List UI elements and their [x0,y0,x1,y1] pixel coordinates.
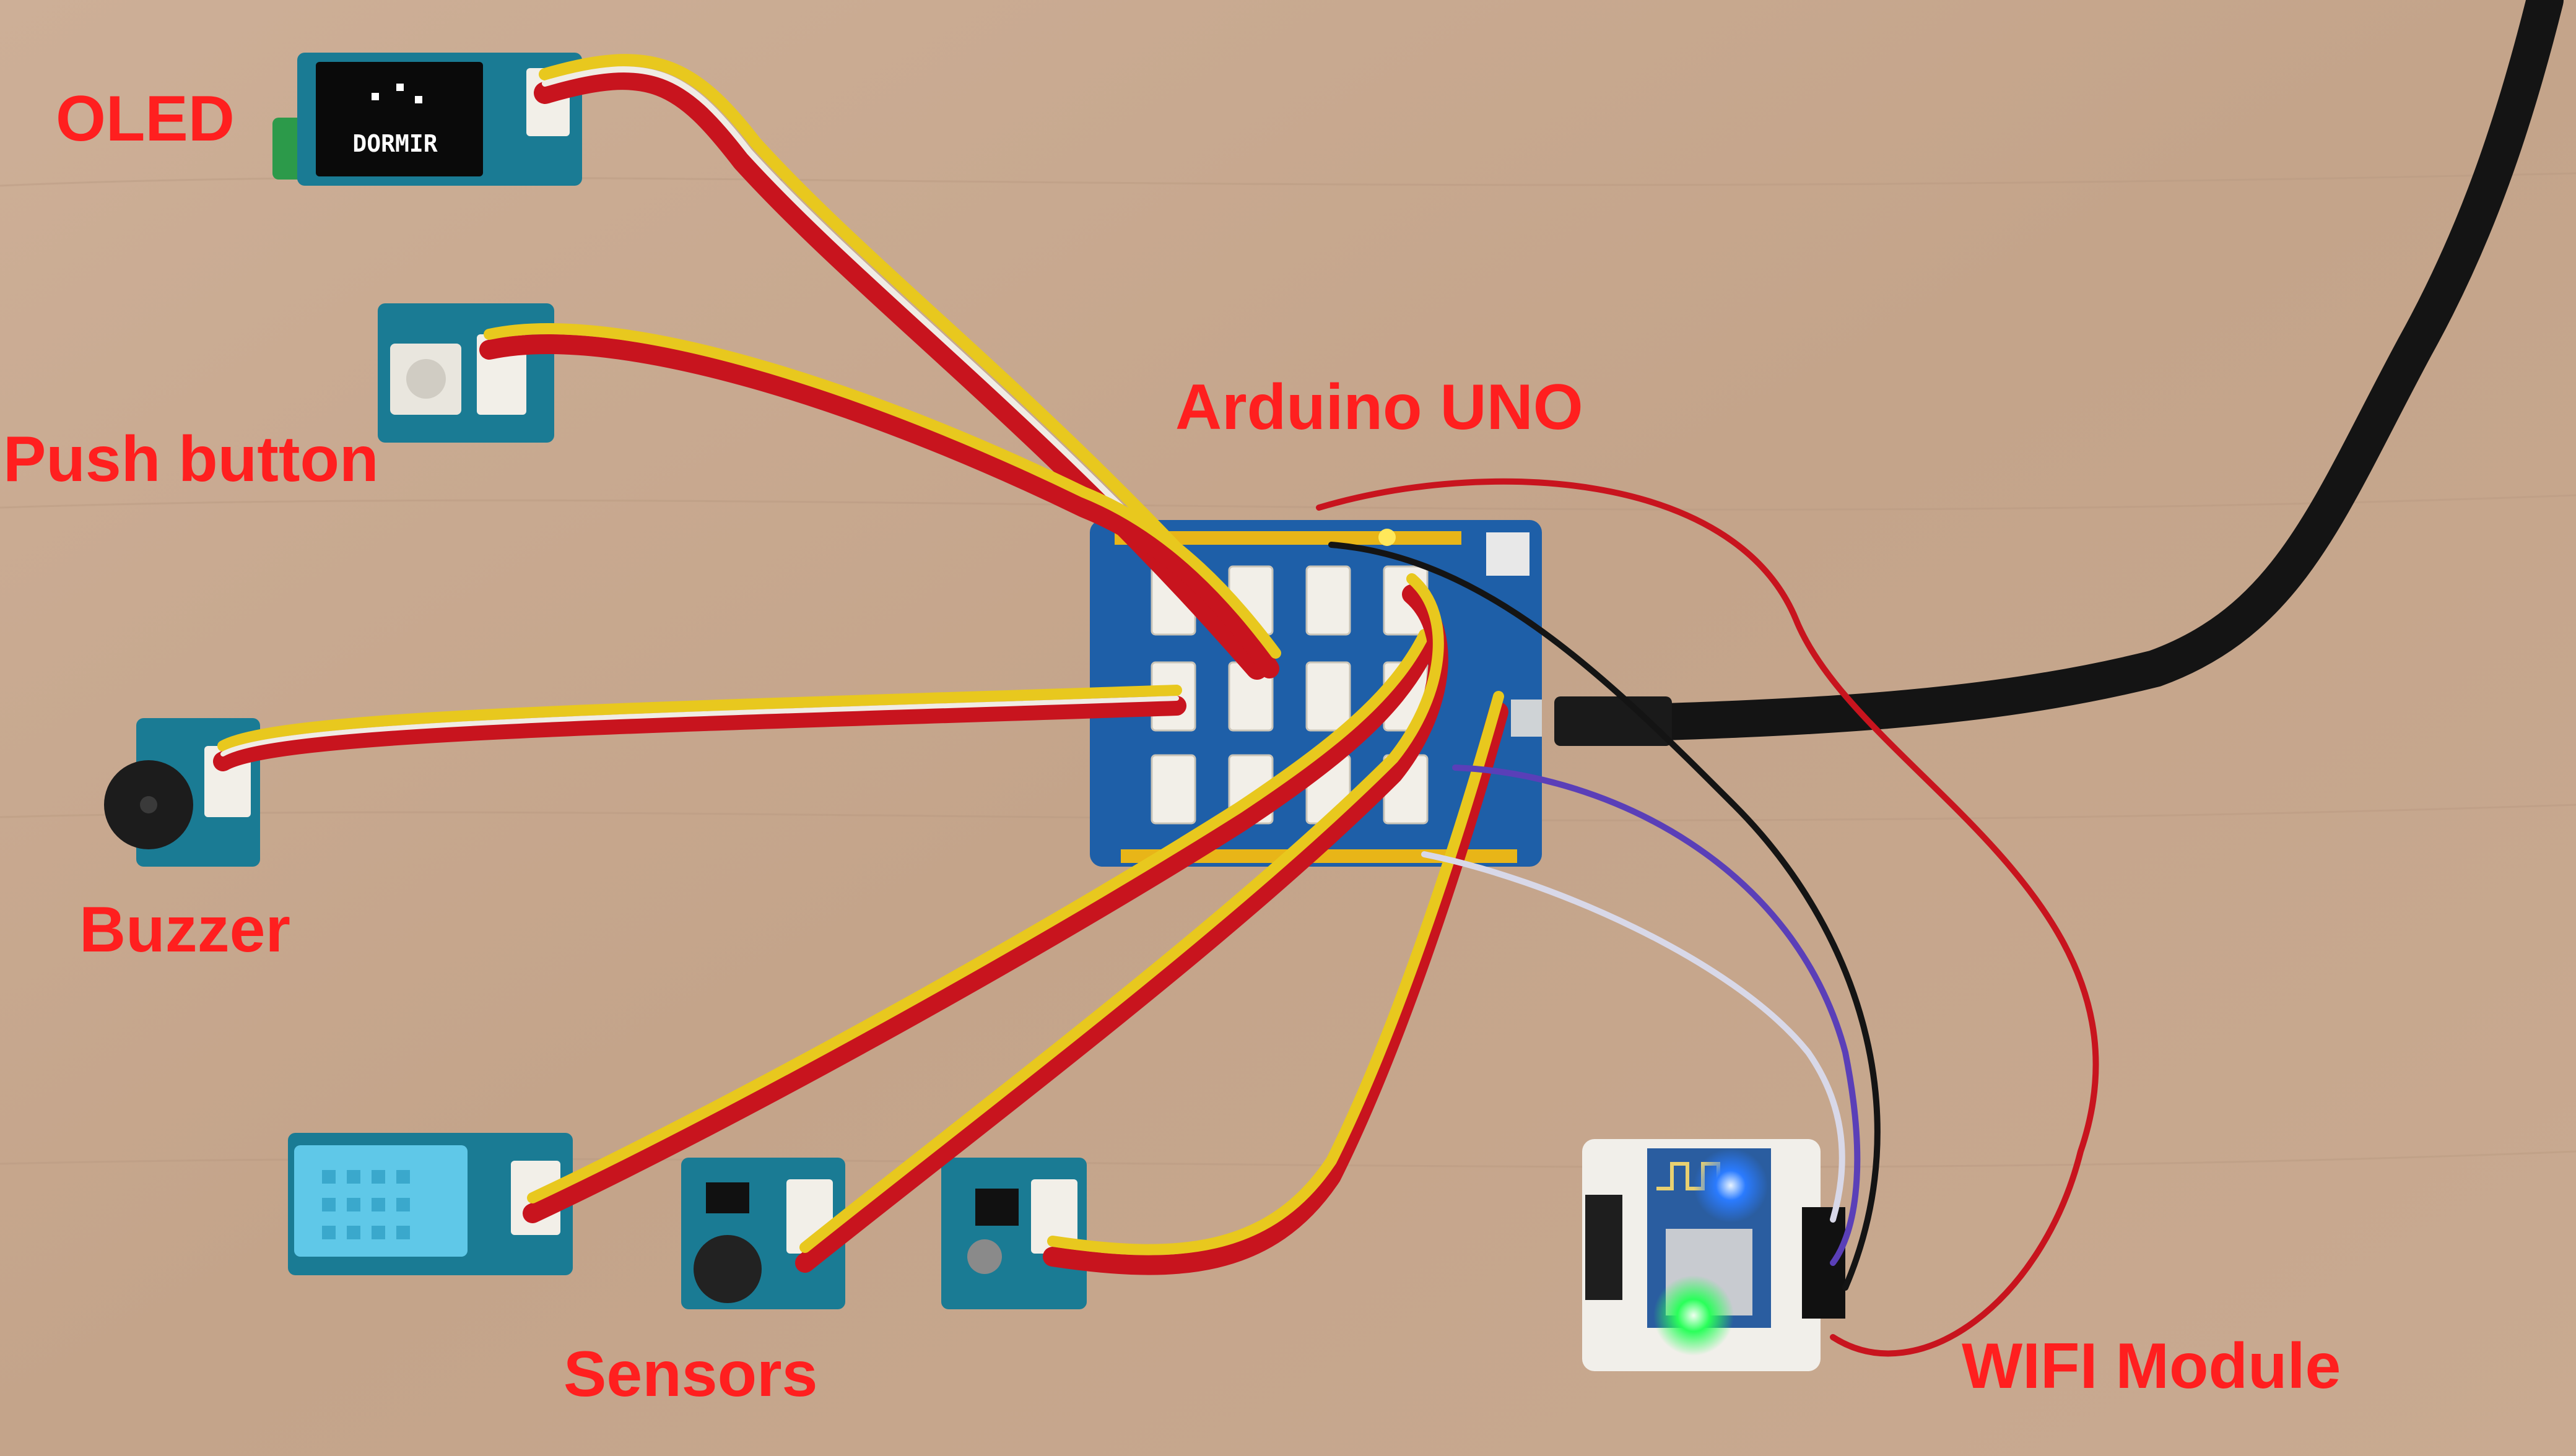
oled-module: DORMIR [272,53,582,186]
buzzer-label: Buzzer [79,894,290,966]
push-button-label: Push button [3,423,379,495]
arduino-uno-label: Arduino UNO [1175,371,1583,443]
oled-screen-text: DORMIR [352,130,437,157]
sensors-label: Sensors [564,1338,818,1410]
usb-cable [1567,0,2564,743]
light-sensor-module [941,1158,1087,1309]
wifi-module [1582,1139,1845,1371]
wifi-module-label: WIFI Module [1962,1330,2341,1402]
oled-label: OLED [56,83,235,155]
humidity-sensor-module [288,1133,573,1275]
grove-cables [213,54,1508,1275]
jumper-wires [1316,478,2099,1357]
usb-plug [1554,696,1672,746]
